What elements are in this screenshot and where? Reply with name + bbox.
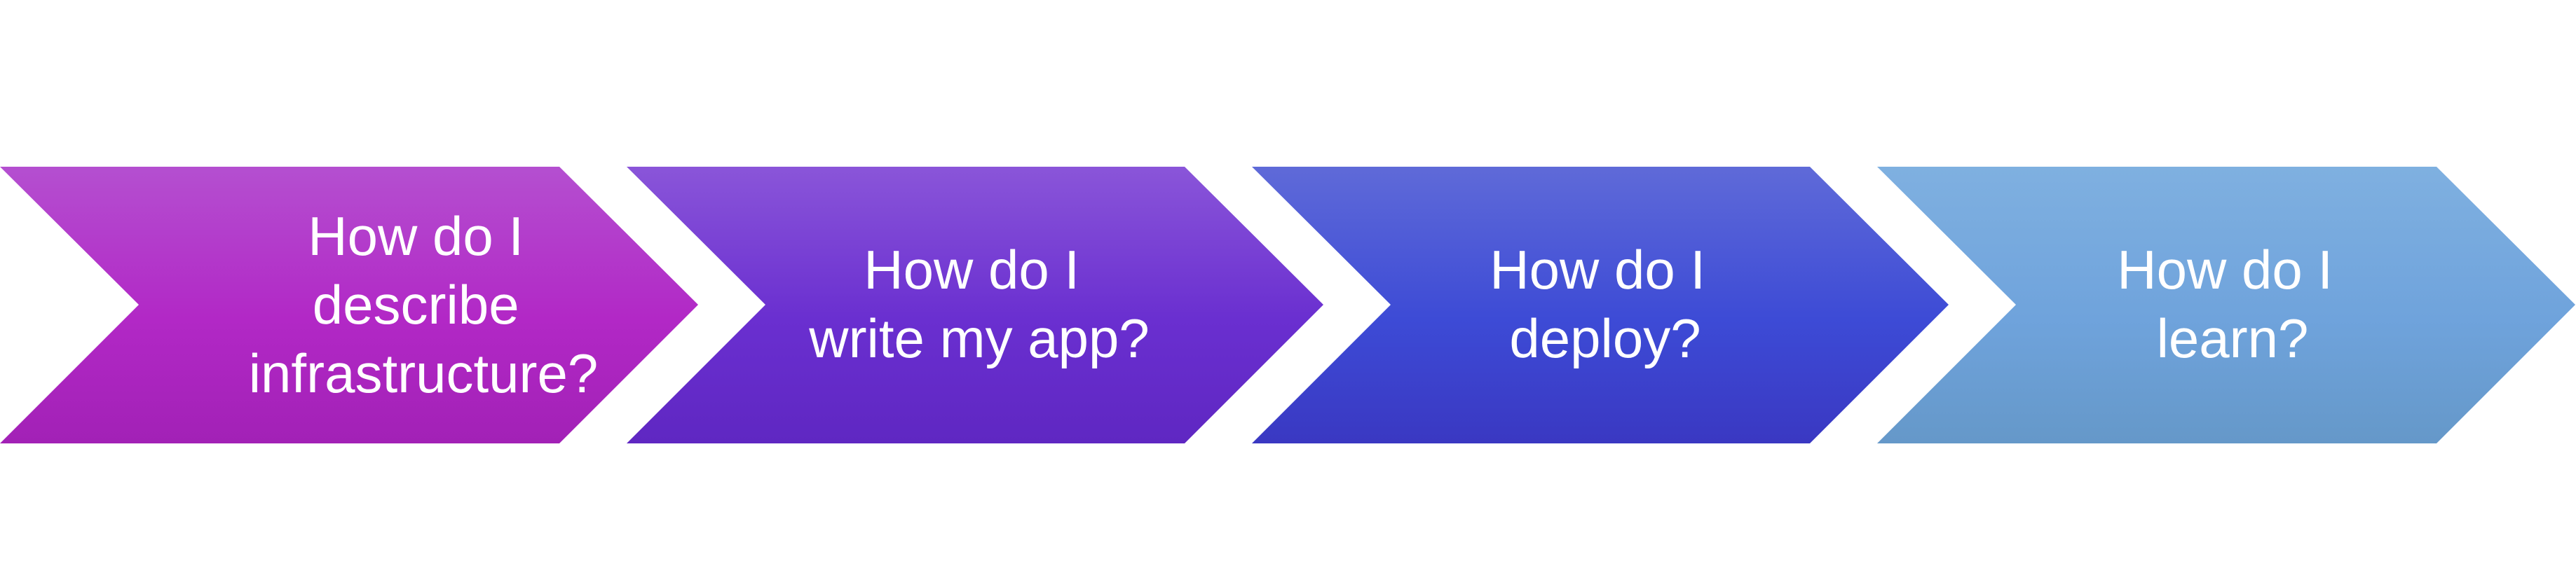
chevron-step-2: How do I write my app? <box>627 167 1323 443</box>
step-1-line-3: infrastructure? <box>249 343 599 404</box>
chevron-shape-3 <box>1252 167 1949 443</box>
step-2-line-1: How do I <box>864 239 1079 301</box>
step-3-label: How do I deploy? <box>1490 239 1720 369</box>
chevron-step-1: How do I describe infrastructure? <box>0 167 698 443</box>
step-1-label: How do I describe infrastructure? <box>249 205 599 404</box>
chevron-shape-1 <box>0 167 698 443</box>
step-3-line-1: How do I <box>1490 239 1705 301</box>
step-1-line-1: How do I <box>308 205 524 267</box>
step-3-line-2: deploy? <box>1509 308 1701 369</box>
step-4-label: How do I learn? <box>2117 239 2347 369</box>
step-1-line-2: describe <box>313 274 519 336</box>
step-2-label: How do I write my app? <box>808 239 1150 369</box>
chevron-step-3: How do I deploy? <box>1252 167 1949 443</box>
chevron-step-4: How do I learn? <box>1877 167 2575 443</box>
chevron-shape-4 <box>1877 167 2575 443</box>
step-4-line-1: How do I <box>2117 239 2333 301</box>
chevron-shape-2 <box>627 167 1323 443</box>
step-4-line-2: learn? <box>2157 308 2309 369</box>
step-2-line-2: write my app? <box>808 308 1150 369</box>
